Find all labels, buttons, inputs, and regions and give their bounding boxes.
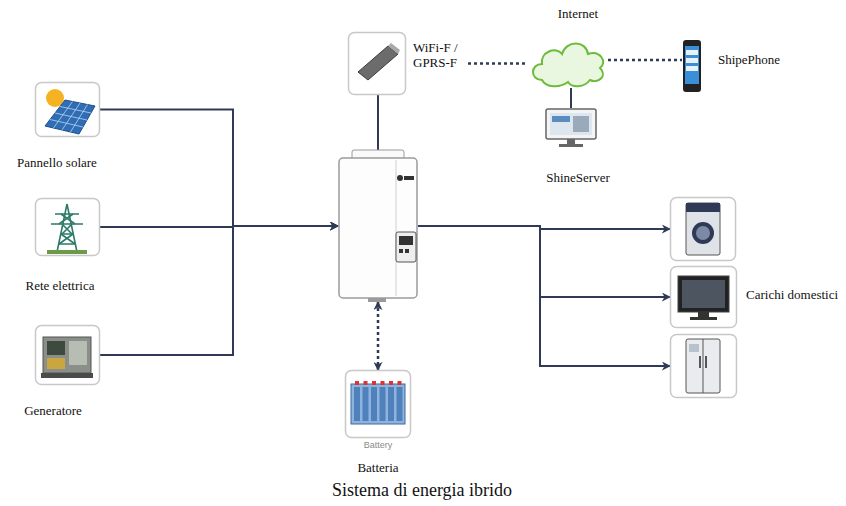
caption: Sistema di energia ibrido [332,480,512,500]
icon-graphic [35,198,100,256]
device-icon: Rete elettrica [35,198,100,256]
connector [468,62,528,65]
connector [377,302,380,370]
device-icon [670,197,736,261]
device-icon [670,334,737,398]
node-label: Generatore [24,403,82,418]
connector [570,88,572,108]
inverter-unit [338,150,418,302]
icon-graphic [338,150,418,302]
device-icon: ShineServer [545,108,597,148]
icon-graphic [35,325,100,385]
connector [100,226,338,355]
node-label: Battery [364,440,393,451]
icon-graphic [670,197,736,261]
device-icon: Generatore [35,325,100,385]
icon-graphic [545,108,597,148]
device-icon: ShipePhone [682,38,802,94]
node-label: Pannello solare [17,155,97,170]
connector [418,226,670,366]
icon-graphic [670,266,737,328]
icon-graphic [35,82,100,137]
node-label: WiFi-F / GPRS-F [413,40,473,70]
node-label: Batteria [357,460,398,475]
device-icon: BatteryBatteria [345,370,411,438]
icon-graphic [528,32,608,88]
group-label: Carichi domestici [746,287,838,302]
icon-graphic [345,370,411,438]
connector [377,95,379,150]
connector [418,226,670,297]
device-icon: WiFi-F / GPRS-F [348,32,468,95]
connector [608,59,682,62]
node-label: ShineServer [546,170,610,185]
node-label: ShipePhone [718,52,780,67]
device-icon: Pannello solare [35,82,100,137]
connector [100,110,338,227]
device-icon: Internet [528,32,608,88]
node-label: Rete elettrica [26,278,95,293]
node-label: Internet [558,6,598,21]
icon-graphic [670,334,737,398]
device-icon [670,266,737,328]
